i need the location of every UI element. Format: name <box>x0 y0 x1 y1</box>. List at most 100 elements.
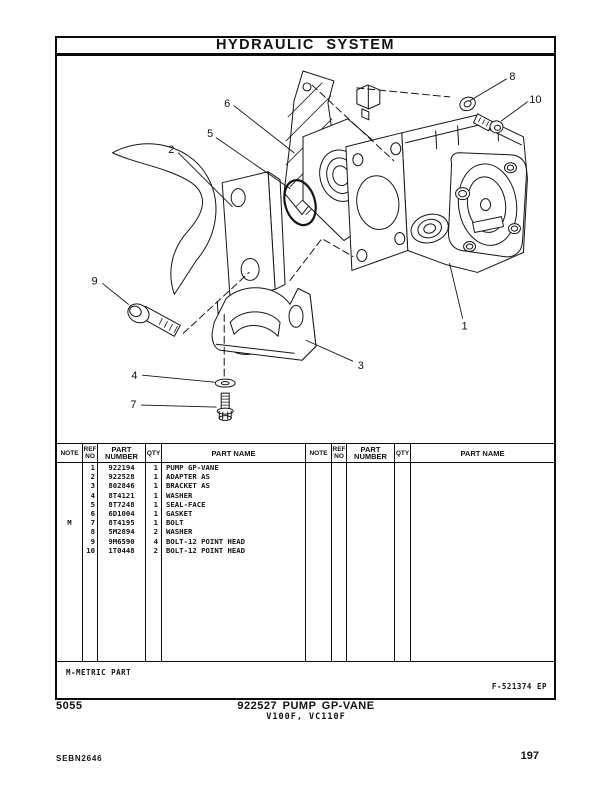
part-name-cell: BOLT-12 POINT HEAD <box>166 536 246 546</box>
document-number: SEBN2646 <box>56 754 103 763</box>
callout-labels: 1 2 3 4 5 6 7 8 9 10 <box>91 71 541 411</box>
section-number: 5055 <box>56 700 83 712</box>
qty-cell: 4 <box>153 536 158 546</box>
col-header-part-name: PART NAME <box>211 448 256 458</box>
qty-cell: 1 <box>153 499 158 509</box>
ref-cell: 5 <box>90 499 95 509</box>
adapter-arm-drawing <box>112 143 217 295</box>
part-name-cell: GASKET <box>166 508 193 518</box>
col-header-part-name: PART NAME <box>460 448 505 458</box>
parts-table: NOTE REF NO PART NUMBER QTY PART NAME M <box>57 443 554 662</box>
part-name-cell: BRACKET AS <box>166 481 210 491</box>
part-name-cell: PUMP GP-VANE <box>166 463 219 472</box>
qty-cell: 1 <box>153 472 158 482</box>
ref-cell: 9 <box>90 536 95 546</box>
part-number-column: 922194 922528 802846 8T4121 8T7248 6D100… <box>98 463 146 661</box>
bolt-10-icon <box>473 113 504 134</box>
note-column: M <box>57 463 83 661</box>
qty-cell: 1 <box>153 518 158 528</box>
note-cell <box>57 463 82 472</box>
table-body-empty <box>306 463 554 661</box>
washer-4-icon <box>214 378 236 388</box>
part-number-cell: 8T7248 <box>108 499 135 509</box>
part-number-cell: 9M6590 <box>108 536 135 546</box>
qty-cell: 1 <box>153 508 158 518</box>
part-number-cell: 6D1004 <box>108 508 135 518</box>
exploded-view-diagram: 1 2 3 4 5 6 7 8 9 10 <box>57 59 554 443</box>
table-header-row: NOTE REF NO PART NUMBER QTY PART NAME <box>57 444 305 463</box>
col-header-part-number: PART NUMBER <box>347 444 395 462</box>
ref-cell: 4 <box>90 490 95 500</box>
parts-table-left-half: NOTE REF NO PART NUMBER QTY PART NAME M <box>57 444 306 661</box>
part-number-cell: 922528 <box>108 472 135 482</box>
col-header-ref-no: REF NO <box>332 444 347 462</box>
part-name-cell: WASHER <box>166 490 193 500</box>
parts-table-right-half: NOTE REF NO PART NUMBER QTY PART NAME <box>306 444 554 661</box>
ref-cell: 6 <box>90 508 95 518</box>
note-column <box>306 463 332 661</box>
callout-5: 5 <box>207 128 213 140</box>
part-number-cell: 5M2894 <box>108 527 135 537</box>
col-header-note: NOTE <box>306 444 332 462</box>
page-number: 197 <box>520 750 539 762</box>
assembly-title: 922527 PUMP GP-VANE <box>237 700 375 712</box>
pump-exploded-drawing: 1 2 3 4 5 6 7 8 9 10 <box>91 70 542 421</box>
ref-cell: 7 <box>90 518 95 528</box>
washer-8-icon <box>459 96 476 112</box>
ref-cell: 3 <box>90 481 95 491</box>
col-header-qty: QTY <box>395 444 411 462</box>
table-body: M 1 2 3 4 5 6 7 8 9 <box>57 463 305 661</box>
part-name-cell: ADAPTER AS <box>166 472 210 482</box>
note-cell <box>57 500 82 509</box>
note-cell <box>57 491 82 500</box>
qty-column <box>395 463 411 661</box>
pump-body-drawing <box>345 84 528 273</box>
ref-cell: 8 <box>90 527 95 537</box>
col-header-qty: QTY <box>146 444 162 462</box>
qty-cell: 1 <box>153 490 158 500</box>
ref-cell: 2 <box>90 472 95 482</box>
o-ring-drawing <box>283 179 317 227</box>
bolt-9-icon <box>127 303 181 337</box>
part-name-cell: SEAL-FACE <box>166 499 206 509</box>
note-cell <box>57 546 82 555</box>
part-name-cell: BOLT-12 POINT HEAD <box>166 545 246 555</box>
lower-port-icon <box>410 213 449 244</box>
col-header-note: NOTE <box>57 444 83 462</box>
part-number-cell: 8T4121 <box>108 490 135 500</box>
callout-3: 3 <box>358 360 364 372</box>
qty-cell: 1 <box>153 481 158 491</box>
table-header-row: NOTE REF NO PART NUMBER QTY PART NAME <box>306 444 554 463</box>
ref-cell: 1 <box>90 463 95 472</box>
callout-2: 2 <box>168 144 174 156</box>
callout-leader-lines <box>102 78 528 408</box>
qty-column: 1 1 1 1 1 1 1 2 4 2 <box>146 463 162 661</box>
part-number-cell: 802846 <box>108 481 135 491</box>
note-cell <box>57 509 82 518</box>
part-number-cell: 8T4195 <box>108 518 135 528</box>
part-name-cell: BOLT <box>166 518 184 528</box>
note-cell: M <box>67 518 72 528</box>
metric-part-note: M-METRIC PART <box>66 668 132 677</box>
callout-7: 7 <box>130 399 136 411</box>
qty-cell: 2 <box>153 527 158 537</box>
form-code: F-521374 EP <box>491 682 547 691</box>
ref-cell: 10 <box>86 545 95 555</box>
cover-bolt-icons <box>455 162 521 252</box>
part-number-cell: 922194 <box>108 463 135 472</box>
part-number-cell: 1T0448 <box>108 545 135 555</box>
note-cell <box>57 481 82 490</box>
part-number-column <box>347 463 395 661</box>
callout-10: 10 <box>529 94 541 106</box>
part-name-cell: WASHER <box>166 527 193 537</box>
model-list: V100F, VC110F <box>266 712 346 722</box>
callout-4: 4 <box>131 370 137 382</box>
assembly-axis-lines <box>182 84 451 380</box>
ref-no-column: 1 2 3 4 5 6 7 8 9 10 <box>83 463 98 661</box>
note-cell <box>57 537 82 546</box>
bolt-7-icon <box>216 392 234 421</box>
ref-no-column <box>332 463 347 661</box>
callout-8: 8 <box>509 71 515 83</box>
note-cell <box>57 527 82 536</box>
